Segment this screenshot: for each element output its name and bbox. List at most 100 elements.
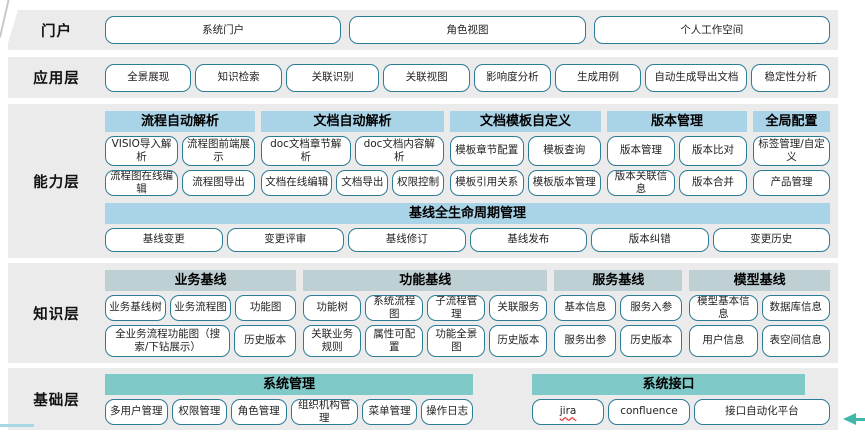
item-button[interactable]: 流程图前端展示 bbox=[182, 135, 255, 166]
item-button[interactable]: 数据库信息 bbox=[761, 294, 830, 321]
item-button[interactable]: 基线变更 bbox=[105, 227, 223, 252]
button-row: 标签管理/自定义 bbox=[753, 135, 830, 166]
group-function-baseline: 功能基线 功能树系统流程图子流程管理关联服务 关联业务规则属性可配置功能全景图历… bbox=[303, 269, 548, 357]
item-button[interactable]: 流程图在线编辑 bbox=[105, 169, 178, 196]
item-button[interactable]: 模板引用关系 bbox=[450, 169, 524, 196]
layer-label-portal: 门户 bbox=[41, 23, 72, 40]
button-row: 业务基线树业务流程图功能图 bbox=[105, 294, 297, 321]
item-button[interactable]: 系统门户 bbox=[105, 16, 342, 44]
item-button[interactable]: 版本管理 bbox=[607, 135, 675, 166]
item-button[interactable]: 关联业务规则 bbox=[303, 324, 362, 357]
item-button[interactable]: 系统流程图 bbox=[365, 294, 424, 321]
item-button[interactable]: 模板版本管理 bbox=[527, 169, 601, 196]
left-arrow-icon bbox=[843, 413, 865, 425]
item-button[interactable]: VISIO导入解析 bbox=[105, 135, 178, 166]
item-button[interactable]: 全业务流程功能图（搜索/下钻展示） bbox=[105, 324, 231, 357]
item-button[interactable]: 变更评审 bbox=[226, 227, 344, 252]
button-row: 全景展现知识检索关联识别关联视图影响度分析生成用例自动生成导出文档稳定性分析 bbox=[105, 63, 830, 92]
item-button[interactable]: 版本合并 bbox=[679, 169, 747, 196]
group-header: 业务基线 bbox=[105, 269, 297, 291]
button-row: 文档在线编辑文档导出权限控制 bbox=[261, 169, 444, 196]
layer-label-application: 应用层 bbox=[33, 71, 80, 87]
item-button[interactable]: 版本比对 bbox=[679, 135, 747, 166]
item-button[interactable]: 角色管理 bbox=[231, 398, 287, 425]
item-button[interactable]: 历史版本 bbox=[234, 324, 297, 357]
item-button[interactable]: 历史版本 bbox=[489, 324, 548, 357]
item-button[interactable]: 产品管理 bbox=[753, 169, 830, 196]
item-button[interactable]: 服务入参 bbox=[620, 294, 683, 321]
item-button[interactable]: 版本纠错 bbox=[591, 227, 709, 252]
item-button[interactable]: 关联服务 bbox=[489, 294, 548, 321]
item-button[interactable]: 操作日志 bbox=[421, 398, 473, 425]
item-button[interactable]: 模板章节配置 bbox=[450, 135, 524, 166]
item-button[interactable]: 关联识别 bbox=[285, 63, 380, 92]
item-button[interactable]: doc文档内容解析 bbox=[354, 135, 444, 166]
item-button[interactable]: 个人工作空间 bbox=[593, 16, 830, 44]
group-header: 系统接口 bbox=[532, 373, 805, 395]
item-button[interactable]: 业务流程图 bbox=[170, 294, 232, 321]
arrow-tail bbox=[856, 417, 865, 421]
layer-band-portal: 门户 系统门户角色视图个人工作空间 bbox=[8, 10, 838, 50]
item-button[interactable]: 菜单管理 bbox=[361, 398, 418, 425]
item-button[interactable]: 影响度分析 bbox=[473, 63, 551, 92]
item-button[interactable]: 知识检索 bbox=[195, 63, 282, 92]
button-row: 用户信息表空间信息 bbox=[689, 324, 830, 357]
item-button[interactable]: 基本信息 bbox=[554, 294, 617, 321]
item-button[interactable]: 自动生成导出文档 bbox=[645, 63, 748, 92]
group-header: 全局配置 bbox=[753, 110, 830, 132]
item-button[interactable]: 角色视图 bbox=[349, 16, 586, 44]
item-button[interactable]: 服务出参 bbox=[554, 324, 617, 357]
button-row: 模板章节配置模板查询 bbox=[450, 135, 601, 166]
item-button[interactable]: 全景展现 bbox=[105, 63, 192, 92]
item-button[interactable]: doc文档章节解析 bbox=[261, 135, 351, 166]
item-button[interactable]: 权限管理 bbox=[171, 398, 228, 425]
group-header: 文档模板自定义 bbox=[450, 110, 601, 132]
item-button[interactable]: 文档在线编辑 bbox=[261, 169, 333, 196]
item-button[interactable]: 权限控制 bbox=[392, 169, 444, 196]
item-button[interactable]: jira bbox=[532, 398, 605, 425]
item-button[interactable]: 变更历史 bbox=[712, 227, 830, 252]
group-business-baseline: 业务基线 业务基线树业务流程图功能图 全业务流程功能图（搜索/下钻展示）历史版本 bbox=[105, 269, 297, 357]
group-system-management: 系统管理 多用户管理权限管理角色管理组织机构管理菜单管理操作日志 bbox=[105, 373, 473, 425]
button-row: 模型基本信息数据库信息 bbox=[689, 294, 830, 321]
item-button[interactable]: 流程图导出 bbox=[182, 169, 255, 196]
item-button[interactable]: 版本关联信息 bbox=[607, 169, 675, 196]
item-button[interactable]: 接口自动化平台 bbox=[693, 398, 830, 425]
item-button[interactable]: 模型基本信息 bbox=[689, 294, 758, 321]
item-button[interactable]: 属性可配置 bbox=[365, 324, 424, 357]
item-button[interactable]: 基线修订 bbox=[348, 227, 466, 252]
item-button[interactable]: 稳定性分析 bbox=[751, 63, 830, 92]
button-row: 关联业务规则属性可配置功能全景图历史版本 bbox=[303, 324, 548, 357]
item-button[interactable]: 多用户管理 bbox=[105, 398, 168, 425]
button-row: 服务出参历史版本 bbox=[554, 324, 683, 357]
button-row: 版本管理版本比对 bbox=[607, 135, 747, 166]
group-model-baseline: 模型基线 模型基本信息数据库信息 用户信息表空间信息 bbox=[689, 269, 830, 357]
button-row: VISIO导入解析流程图前端展示 bbox=[105, 135, 255, 166]
item-button[interactable]: 功能树 bbox=[303, 294, 362, 321]
item-button[interactable]: 历史版本 bbox=[620, 324, 683, 357]
item-button[interactable]: 用户信息 bbox=[689, 324, 758, 357]
item-button[interactable]: 标签管理/自定义 bbox=[753, 135, 830, 166]
item-button[interactable]: 基线发布 bbox=[469, 227, 587, 252]
group-header: 流程自动解析 bbox=[105, 110, 255, 132]
button-row: 基线变更变更评审基线修订基线发布版本纠错变更历史 bbox=[105, 227, 830, 252]
item-button[interactable]: 子流程管理 bbox=[427, 294, 486, 321]
item-button[interactable]: 模板查询 bbox=[527, 135, 601, 166]
item-button[interactable]: 组织机构管理 bbox=[290, 398, 358, 425]
item-button[interactable]: 文档导出 bbox=[336, 169, 389, 196]
item-button[interactable]: 功能全景图 bbox=[427, 324, 486, 357]
group-header: 版本管理 bbox=[607, 110, 747, 132]
item-button[interactable]: 表空间信息 bbox=[761, 324, 830, 357]
group-doc-template-custom: 文档模板自定义 模板章节配置模板查询 模板引用关系模板版本管理 bbox=[450, 110, 601, 196]
item-button[interactable]: 功能图 bbox=[235, 294, 297, 321]
item-button[interactable]: 关联视图 bbox=[383, 63, 470, 92]
item-button[interactable]: 业务基线树 bbox=[105, 294, 167, 321]
item-button[interactable]: 生成用例 bbox=[554, 63, 642, 92]
group-header: 文档自动解析 bbox=[261, 110, 444, 132]
item-button[interactable]: confluence bbox=[608, 398, 690, 425]
layer-band-knowledge: 知识层 业务基线 业务基线树业务流程图功能图 全业务流程功能图（搜索/下钻展示）… bbox=[8, 263, 838, 363]
